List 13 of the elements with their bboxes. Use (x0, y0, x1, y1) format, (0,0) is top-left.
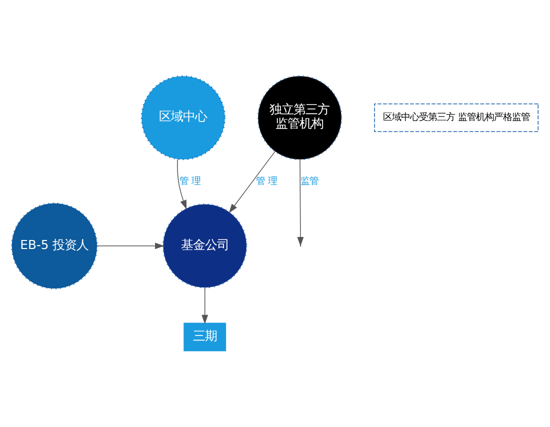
arrow (202, 287, 208, 324)
label: 区域中心受第三方 监管机构严格监管 (382, 112, 530, 124)
arrow (297, 159, 304, 246)
edge-label: 监管 (300, 176, 318, 187)
node-circle: 区域中心 (140, 75, 226, 160)
node-box: 三期 (184, 322, 226, 352)
arrow (96, 242, 164, 250)
arrow (228, 151, 276, 214)
arrow (177, 158, 187, 210)
edge-label: 管 理 (256, 176, 278, 187)
node-circle: 独立第三方 监管机构 (257, 75, 342, 160)
edge-label: 管 理 (180, 176, 201, 187)
node-circle: EB-5 投资人 (11, 202, 98, 290)
